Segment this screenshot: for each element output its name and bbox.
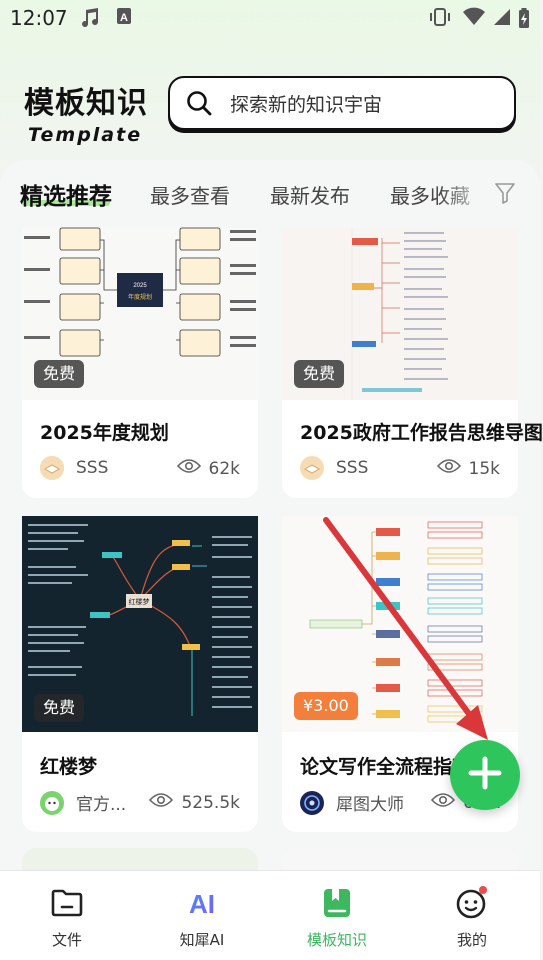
galaxy-avatar-icon <box>300 790 324 815</box>
card-author: SSS <box>300 456 368 480</box>
smiley-face-icon <box>422 885 522 921</box>
card-title: 2025政府工作报告思维导图 <box>300 422 543 444</box>
add-button[interactable] <box>450 740 520 810</box>
eye-icon <box>176 458 201 479</box>
nav-item-profile[interactable]: 我的 <box>422 885 522 950</box>
nav-label: 知犀AI <box>179 931 225 949</box>
svg-text:年度规划: 年度规划 <box>128 293 152 301</box>
page-subtitle: Template <box>28 124 143 146</box>
thumb-center-text: 2025 <box>133 283 147 289</box>
author-name: 官方... <box>76 795 127 815</box>
nav-item-ai[interactable]: AI 知犀AI <box>152 885 252 950</box>
price-badge: ¥3.00 <box>294 692 358 720</box>
view-count: 62k <box>208 458 240 479</box>
nav-label: 模板知识 <box>306 931 367 949</box>
eye-icon <box>436 458 461 479</box>
plus-icon <box>468 756 502 794</box>
tab-most-viewed[interactable]: 最多查看 <box>150 184 230 208</box>
nav-label: 我的 <box>456 931 487 949</box>
card-thumbnail: 2025 年度规划 <box>22 227 258 400</box>
search-icon <box>186 90 212 116</box>
svg-text:A: A <box>120 12 128 24</box>
filter-icon[interactable] <box>494 181 516 209</box>
tab-latest[interactable]: 最新发布 <box>270 184 350 208</box>
battery-charging-icon <box>518 7 530 34</box>
author-name: 犀图大师 <box>336 795 404 815</box>
card-views: 525.5k <box>149 792 240 813</box>
template-card[interactable]: 红楼梦 免费 红楼梦 官方... <box>22 516 258 832</box>
search-input[interactable]: 探索新的知识宇宙 <box>168 76 516 130</box>
eye-icon <box>431 792 456 813</box>
card-title: 论文写作全流程指南 <box>300 756 472 778</box>
folder-icon <box>17 885 117 921</box>
status-time: 12:07 <box>10 6 68 30</box>
bookmark-book-icon <box>287 885 387 921</box>
nav-item-templates[interactable]: 模板知识 <box>287 885 387 950</box>
brand-logo: 模板知识 Template <box>24 78 149 146</box>
ai-icon: AI <box>152 885 252 921</box>
search-placeholder: 探索新的知识宇宙 <box>230 93 383 116</box>
signal-icon <box>492 7 512 32</box>
author-name: SSS <box>76 458 109 478</box>
template-card[interactable]: 2025 年度规划 免费 2025年度规划 SSS 62k <box>22 227 258 498</box>
card-title: 2025年度规划 <box>40 422 169 444</box>
card-author: 官方... <box>40 790 126 815</box>
thumb-center-text: 红楼梦 <box>129 597 150 606</box>
card-thumbnail: 红楼梦 <box>22 516 258 732</box>
book-avatar-icon <box>300 456 324 480</box>
status-bar: 12:07 A <box>0 0 540 36</box>
active-tab-indicator <box>22 200 110 206</box>
card-title: 红楼梦 <box>40 756 98 778</box>
tabs-fade <box>440 176 490 212</box>
nav-label: 文件 <box>51 931 82 949</box>
template-card[interactable]: 免费 2025政府工作报告思维导图 SSS 15k <box>282 228 543 498</box>
vibrate-icon <box>428 7 452 32</box>
nav-item-files[interactable]: 文件 <box>17 885 117 950</box>
card-views: 62k <box>176 458 240 479</box>
free-badge: 免费 <box>34 360 85 388</box>
card-views: 15k <box>436 458 500 479</box>
free-badge: 免费 <box>294 360 345 388</box>
free-badge: 免费 <box>34 694 85 722</box>
bottom-nav: 文件 AI 知犀AI 模板知识 我的 <box>0 870 540 960</box>
page-title: 模板知识 <box>24 86 148 121</box>
green-avatar-icon <box>40 790 64 815</box>
view-count: 15k <box>468 458 500 479</box>
view-count: 525.5k <box>181 792 240 813</box>
svg-text:AI: AI <box>189 889 215 919</box>
card-author: 犀图大师 <box>300 790 404 815</box>
wifi-icon <box>462 7 486 32</box>
tab-featured[interactable]: 精选推荐 <box>20 184 112 210</box>
card-author: SSS <box>40 456 108 480</box>
keyboard-a-icon: A <box>116 7 132 30</box>
music-note-icon <box>80 7 100 34</box>
author-name: SSS <box>336 458 369 478</box>
book-avatar-icon <box>40 456 64 480</box>
eye-icon <box>149 792 174 813</box>
